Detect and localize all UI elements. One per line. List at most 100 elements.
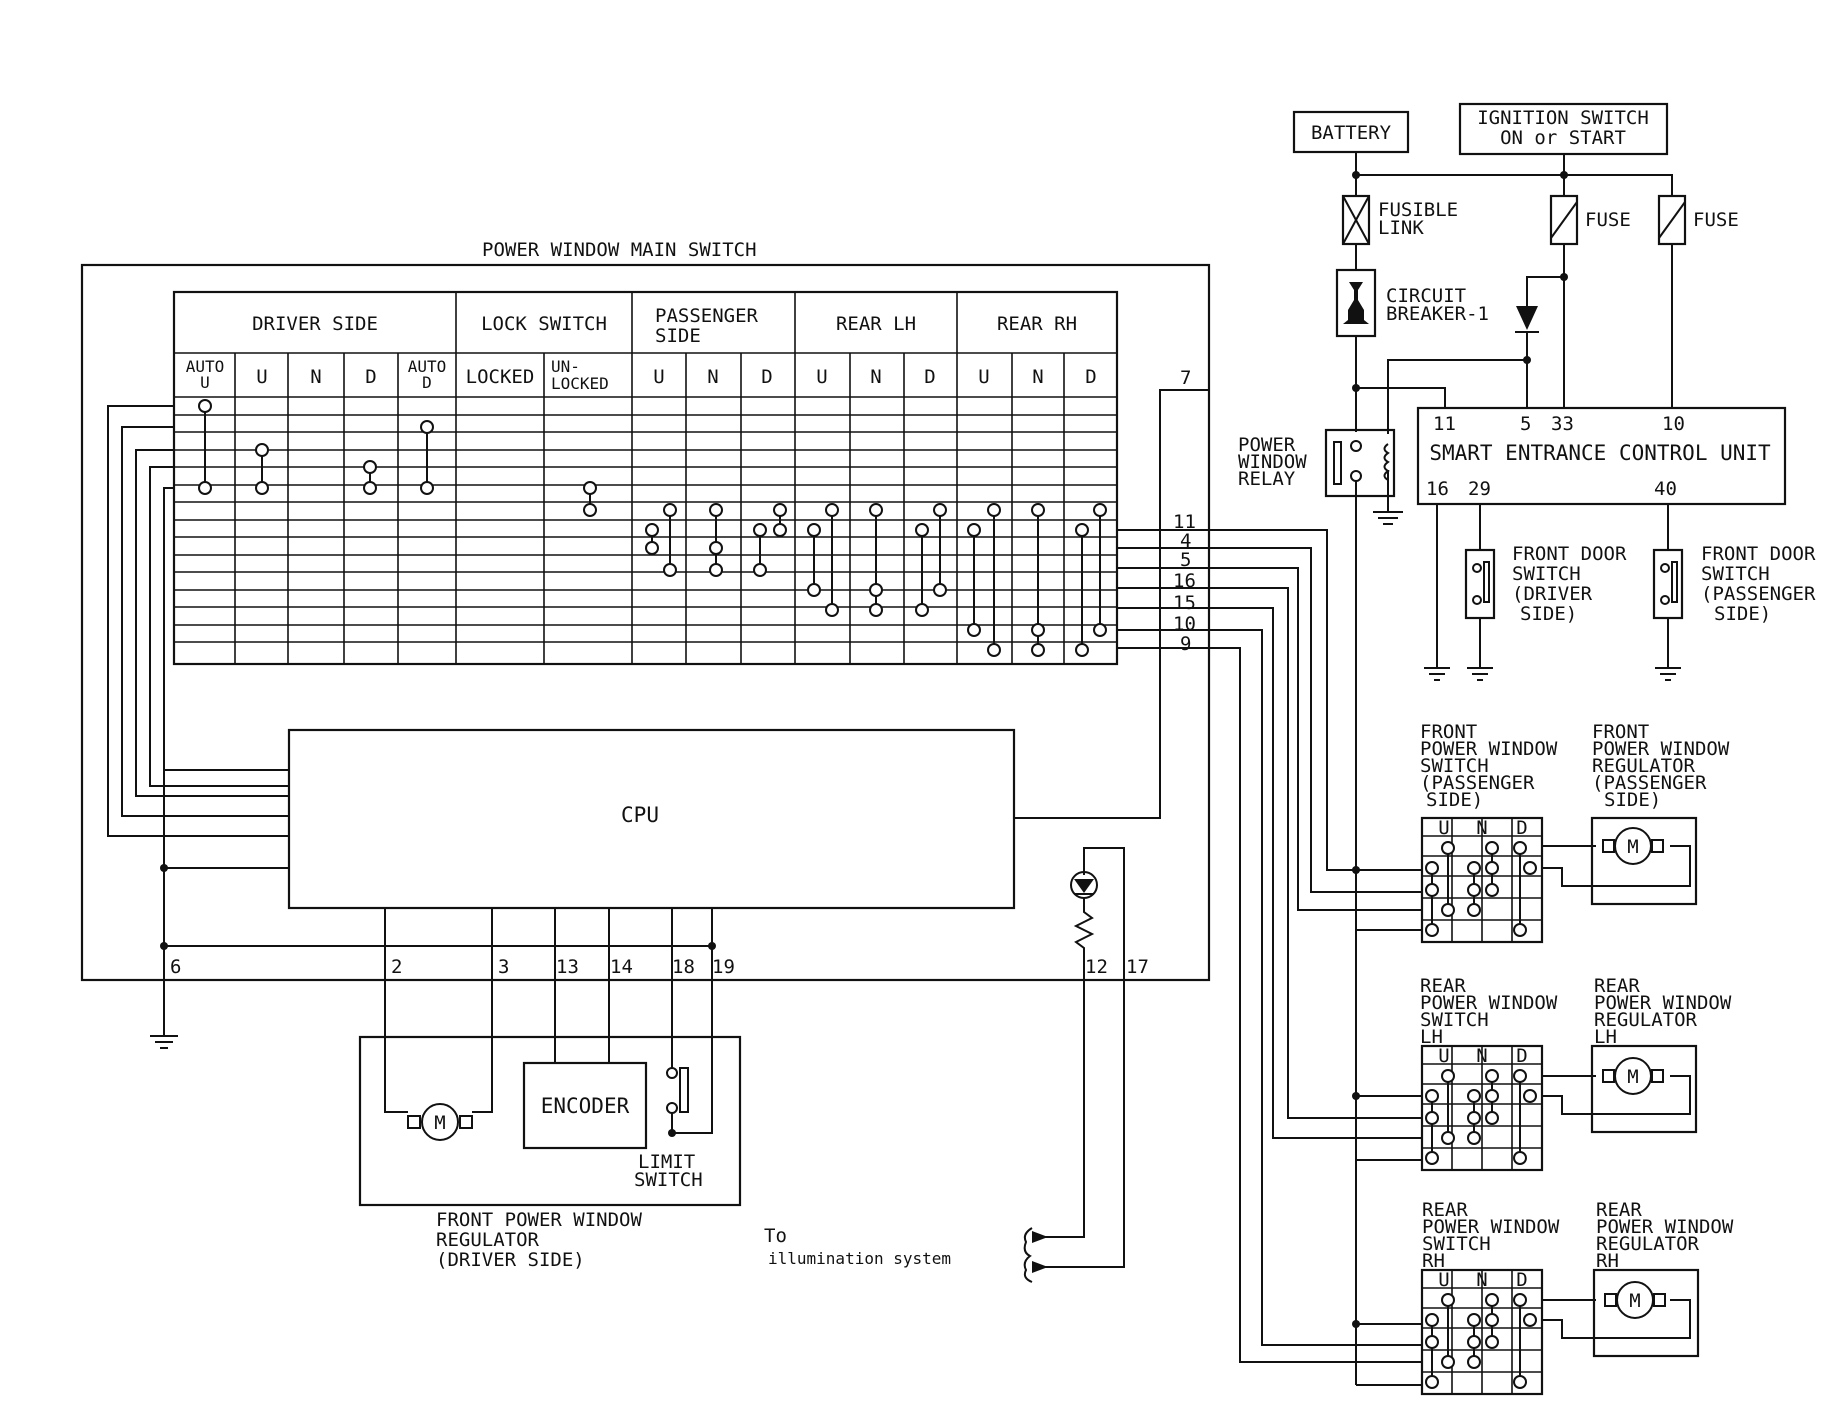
terminal-11: 11: [1173, 511, 1196, 533]
col-rear-lh-n: N: [870, 366, 881, 388]
driver-regulator-wiring: [384, 908, 713, 1134]
terminal-9: 9: [1180, 633, 1191, 655]
terminal-19: 19: [712, 956, 735, 978]
terminal-7: 7: [1180, 367, 1191, 389]
battery-block: BATTERY: [1292, 110, 1410, 154]
rear-rh-regulator-label-3: REGULATOR: [1596, 1233, 1700, 1255]
terminal-14: 14: [610, 956, 633, 978]
driver-motor-label: M: [434, 1112, 445, 1134]
circuit-breaker: CIRCUIT BREAKER-1: [1335, 268, 1489, 338]
relay-label-1: POWER: [1238, 434, 1296, 456]
fuse-label-2: FUSE: [1693, 209, 1739, 231]
col-auto-u-1: AUTO: [186, 357, 225, 376]
rear-lh-regulator-label-4: LH: [1594, 1026, 1617, 1048]
encoder-box: [522, 1061, 648, 1150]
rear-lh-switch-n: N: [1476, 1045, 1487, 1067]
rear-rh-regulator-box: [1592, 1268, 1700, 1358]
col-unlocked-2: LOCKED: [551, 374, 609, 393]
door-switch-driver-label-2: SWITCH: [1512, 563, 1581, 585]
diode-icon: [1516, 306, 1538, 330]
rear-rh-switch-n: N: [1476, 1269, 1487, 1291]
terminal-16: 16: [1173, 570, 1196, 592]
front-switch-n: N: [1476, 817, 1487, 839]
door-switch-driver-label-1: FRONT DOOR: [1512, 543, 1627, 565]
front-door-switch-driver: FRONT DOOR SWITCH (DRIVER SIDE): [1424, 504, 1627, 681]
group-rear-lh: REAR LH: [836, 313, 916, 335]
rear-lh-switch-label-1: REAR: [1420, 975, 1466, 997]
rear-lh-regulator-box: [1590, 1044, 1698, 1134]
rear-lh-switch-d: D: [1516, 1045, 1527, 1067]
front-motor-label: M: [1627, 836, 1638, 858]
col-unlocked-1: UN-: [551, 357, 580, 376]
rear-rh-regulator-label-1: REAR: [1596, 1199, 1642, 1221]
col-passenger-d: D: [761, 366, 772, 388]
switch-table: DRIVER SIDE LOCK SWITCH PASSENGER SIDE R…: [172, 290, 1119, 666]
terminal-4: 4: [1180, 530, 1191, 552]
rear-power-window-regulator-lh: REAR POWER WINDOW REGULATOR LH M: [1590, 975, 1732, 1134]
group-lock-switch: LOCK SWITCH: [481, 313, 607, 335]
rear-lh-switch-label-2: POWER WINDOW: [1420, 992, 1558, 1014]
door-switch-passenger-label-2: SWITCH: [1701, 563, 1770, 585]
secu-pin-16: 16: [1426, 478, 1449, 500]
front-power-window-switch-passenger: FRONT POWER WINDOW SWITCH (PASSENGER SID…: [1420, 721, 1691, 944]
rear-power-window-regulator-rh: REAR POWER WINDOW REGULATOR RH M: [1592, 1199, 1734, 1358]
power-wiring: [1352, 152, 1673, 1386]
power-window-main-switch: POWER WINDOW MAIN SWITCH: [80, 239, 1211, 982]
col-rear-rh-d: D: [1085, 366, 1096, 388]
diode: [1515, 306, 1539, 333]
ignition-switch-block: IGNITION SWITCH ON or START: [1458, 102, 1669, 156]
col-locked: LOCKED: [466, 366, 535, 388]
battery-label: BATTERY: [1311, 122, 1392, 144]
fusible-link-icon: [1341, 194, 1371, 246]
rear-lh-motor-label: M: [1627, 1066, 1638, 1088]
circuit-breaker-label-2: BREAKER-1: [1386, 303, 1489, 325]
rear-lh-regulator-label-1: REAR: [1594, 975, 1640, 997]
rear-lh-switch-u: U: [1438, 1045, 1449, 1067]
front-switch-u: U: [1438, 817, 1449, 839]
ground-symbol-left: [150, 1035, 178, 1049]
driver-regulator-label-1: FRONT POWER WINDOW: [436, 1209, 642, 1231]
main-switch-title: POWER WINDOW MAIN SWITCH: [482, 239, 757, 261]
wire-terminal-7: [1014, 389, 1209, 819]
front-switch-label-4: (PASSENGER: [1420, 772, 1535, 794]
limit-switch-icon: [666, 1067, 678, 1079]
cpu-left-wiring: [107, 405, 716, 1036]
driver-motor-icon: [421, 1103, 459, 1141]
secu-box: [1416, 406, 1787, 506]
group-rear-rh: REAR RH: [997, 313, 1077, 335]
door-switch-passenger-label-3: (PASSENGER: [1701, 583, 1816, 605]
circuit-breaker-label-1: CIRCUIT: [1386, 285, 1466, 307]
fuse-label-1: FUSE: [1585, 209, 1631, 231]
relay-box: [1324, 428, 1396, 498]
fuse-secu: FUSE: [1657, 194, 1739, 246]
front-regulator-box: [1590, 816, 1698, 906]
door-switch-passenger-label-4: SIDE): [1714, 603, 1771, 625]
col-driver-n: N: [310, 366, 321, 388]
col-auto-u-2: U: [200, 373, 210, 392]
switch-table-outline: [172, 290, 1119, 666]
secu-pin-33: 33: [1551, 413, 1574, 435]
col-rear-rh-u: U: [978, 366, 989, 388]
col-rear-lh-u: U: [816, 366, 827, 388]
illumination-label-2: illumination system: [768, 1249, 951, 1268]
rear-rh-switch-label-4: RH: [1422, 1250, 1445, 1272]
bottom-terminals: 6 2 3 13 14 18 19 12 17: [170, 956, 1149, 978]
front-regulator-label-3: REGULATOR: [1592, 755, 1696, 777]
terminal-15: 15: [1173, 592, 1196, 614]
rear-rh-switch-label-1: REAR: [1422, 1199, 1468, 1221]
terminal-10: 10: [1173, 613, 1196, 635]
ignition-label-1: IGNITION SWITCH: [1477, 107, 1649, 129]
illumination-label-1: To: [764, 1225, 787, 1247]
rear-rh-switch-d: D: [1516, 1269, 1527, 1291]
relay-label-2: WINDOW: [1238, 451, 1307, 473]
front-switch-label-5: SIDE): [1426, 789, 1483, 811]
fusible-link-label-1: FUSIBLE: [1378, 199, 1458, 221]
col-auto-d-1: AUTO: [408, 357, 447, 376]
front-regulator-label-1: FRONT: [1592, 721, 1649, 743]
smart-entrance-control-unit: 11 5 33 10 SMART ENTRANCE CONTROL UNIT 1…: [1416, 406, 1787, 506]
fuse-icon-2: [1657, 194, 1687, 246]
power-window-relay: POWER WINDOW RELAY: [1238, 428, 1396, 498]
fusible-link: FUSIBLE LINK: [1341, 194, 1458, 246]
terminal-5: 5: [1180, 549, 1191, 571]
illumination-led-circuit: To illumination system: [764, 847, 1125, 1283]
